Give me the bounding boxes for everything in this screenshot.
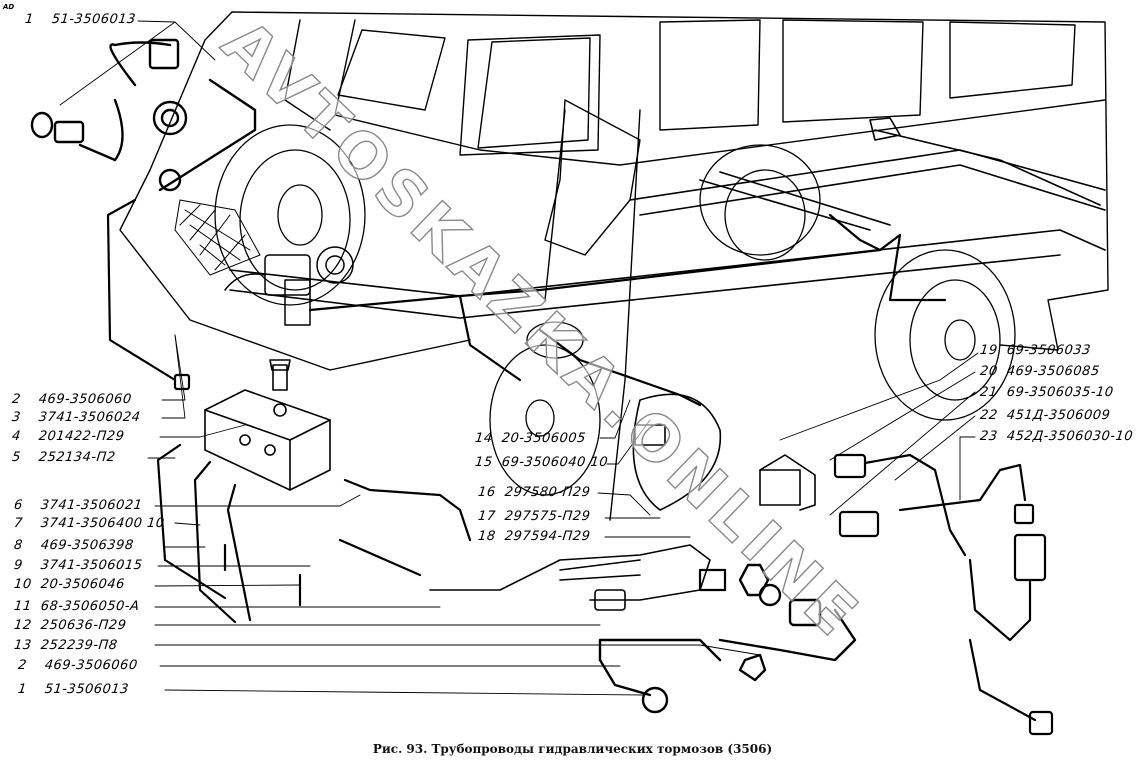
part-label-16: 16 297580-П29 [477,485,592,500]
part-label-17: 17 297575-П29 [477,509,592,524]
part-label-2: 2 469-3506060 [11,392,133,407]
brake-lines [308,213,947,407]
part-label-6: 6 3741-3506021 [13,498,144,513]
corner-mark: AD [3,3,15,11]
pipe-left [106,198,191,391]
part-label-1-bottom: 1 51-3506013 [17,682,130,697]
part-label-10: 10 20-3506046 [13,577,126,592]
part-label-4: 4 201422-П29 [11,429,126,444]
part-label-19: 19 69-3506033 [979,343,1092,358]
part-label-14: 14 20-3506005 [474,431,587,446]
part-label-12: 12 250636-П29 [13,618,128,633]
part-label-15: 15 69-3506040 10 [474,455,609,470]
leader-lines [59,20,979,696]
fittings-right [698,453,1054,736]
chassis-frame [229,117,1106,319]
hose-front [30,38,257,192]
part-label-11: 11 68-3506050-А [13,599,141,614]
part-label-23: 23 452Д-3506030-10 [979,429,1134,444]
part-label-13: 13 252239-П8 [13,638,119,653]
part-label-21: 21 69-3506035-10 [979,385,1115,400]
radiator-grille [174,199,261,276]
part-label-8: 8 469-3506398 [13,538,135,553]
part-label-20: 20 469-3506085 [979,364,1101,379]
part-label-1-top: 1 51-3506013 [24,12,137,27]
hoses-center [429,544,711,611]
tee-block [204,359,331,491]
wheel-cylinder [632,393,816,511]
part-label-3: 3 3741-3506024 [11,410,142,425]
part-label-7: 7 3741-3506400 10 [13,516,166,531]
part-label-9: 9 3741-3506015 [13,558,144,573]
part-label-5: 5 252134-П2 [11,450,117,465]
pipes-lower [156,443,472,624]
vehicle-body [119,11,1109,521]
master-cylinder [224,246,354,326]
hose-rear [598,563,857,714]
figure-caption: Рис. 93. Трубопроводы гидравлических тор… [372,742,773,756]
part-label-2-bottom: 2 469-3506060 [17,658,139,673]
part-label-22: 22 451Д-3506009 [979,408,1112,423]
part-label-18: 18 297594-П29 [477,529,592,544]
